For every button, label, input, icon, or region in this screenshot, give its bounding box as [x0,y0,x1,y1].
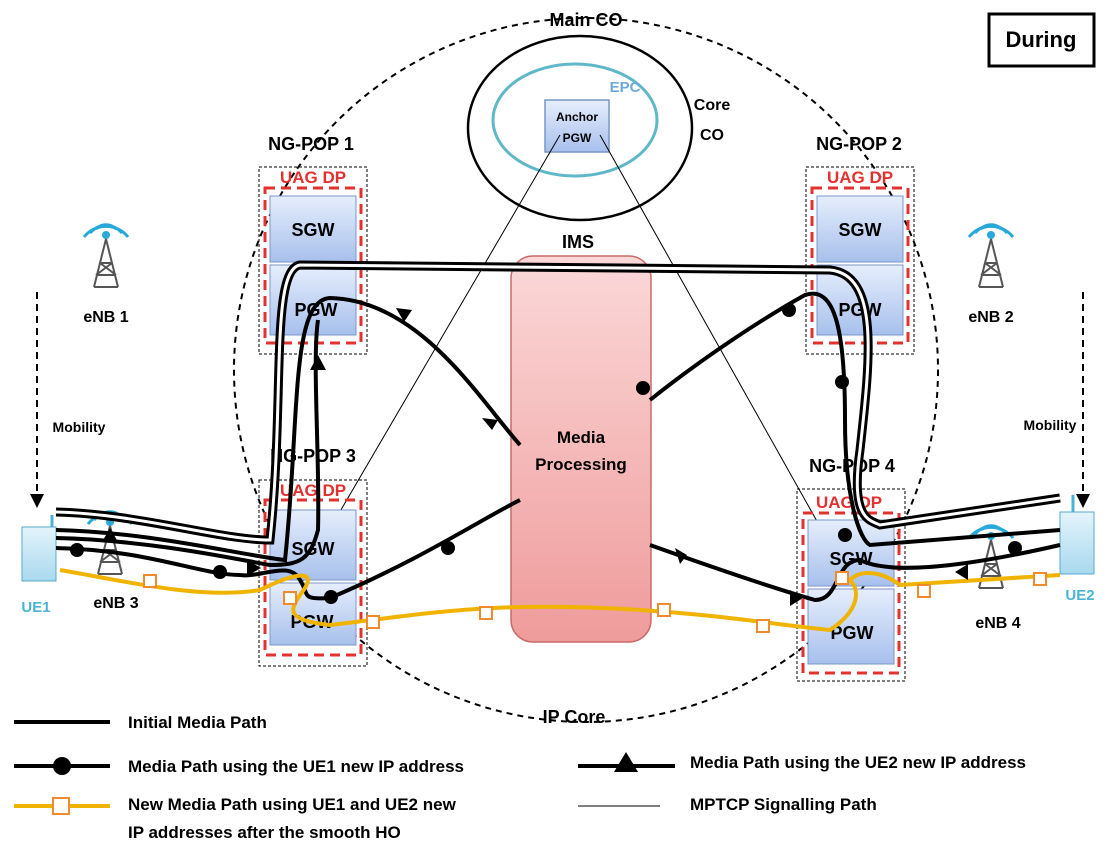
svg-text:SGW: SGW [292,220,335,240]
enb-4-icon: eNB 4 [967,524,1021,632]
svg-text:eNB 4: eNB 4 [975,615,1020,632]
svg-text:PGW: PGW [839,300,882,320]
anchor-pgw-label-2: PGW [563,131,592,145]
legend-circle-marker [53,757,71,775]
svg-text:UAG DP: UAG DP [827,168,893,187]
ue2-path-markers [102,308,968,606]
legend-new-label-2: IP addresses after the smooth HO [128,823,401,842]
ip-core-label: IP Core [543,707,606,727]
svg-text:SGW: SGW [839,220,882,240]
legend-initial-label: Initial Media Path [128,713,267,732]
legend-new-label-1: New Media Path using UE1 and UE2 new [128,795,457,814]
ue2-device: UE2 [1059,495,1095,604]
main-co-label: Main CO [549,10,622,30]
enb-2-icon: eNB 2 [967,223,1015,326]
anchor-pgw-label-1: Anchor [556,110,598,124]
anchor-pgw-box [544,99,610,153]
enb-1-icon: eNB 1 [82,223,130,326]
svg-text:UE2: UE2 [1065,587,1094,604]
mobility-left-label: Mobility [53,419,106,435]
enb-3-icon: eNB 3 [86,510,139,612]
svg-text:NG-POP 3: NG-POP 3 [270,446,356,466]
epc-ring [491,62,659,178]
svg-text:eNB 1: eNB 1 [83,309,128,326]
mptcp-line-right [599,134,851,581]
legend-ue2-label: Media Path using the UE2 new IP address [690,753,1026,772]
new-media-path [59,568,1061,633]
media-processing-label-2: Processing [535,455,627,474]
svg-text:UAG DP: UAG DP [816,493,882,512]
svg-text:SGW: SGW [830,549,873,569]
svg-text:NG-POP 2: NG-POP 2 [816,134,902,154]
ng-pop-2: NG-POP 2 UAG DP SGW PGW [805,134,915,355]
ue1-device: UE1 [21,515,57,616]
core-co-label-2: CO [700,127,724,144]
svg-text:eNB 3: eNB 3 [93,595,138,612]
legend-ue1-label: Media Path using the UE1 new IP address [128,757,464,776]
legend-square-marker [52,797,70,815]
new-path-markers [143,571,1047,633]
ue1-path-markers [70,303,1022,604]
media-processing-block [510,255,652,643]
main-co-boundary [233,17,939,723]
core-co-label-1: Core [694,97,731,114]
legend: Initial Media Path Media Path using the … [14,713,1026,842]
svg-text:UAG DP: UAG DP [280,168,346,187]
svg-text:UE1: UE1 [21,599,50,616]
svg-text:PGW: PGW [831,623,874,643]
ims-label: IMS [562,232,594,252]
svg-text:NG-POP 4: NG-POP 4 [809,456,895,476]
svg-text:NG-POP 1: NG-POP 1 [268,134,354,154]
media-processing-label-1: Media [557,428,606,447]
ue1-new-ip-path [55,291,1061,601]
ng-pop-1: NG-POP 1 UAG DP SGW PGW [258,134,368,355]
status-label: During [1006,27,1077,52]
mobility-right-label: Mobility [1024,417,1077,433]
svg-text:eNB 2: eNB 2 [968,309,1013,326]
epc-label: EPC [610,79,641,96]
legend-mptcp-label: MPTCP Signalling Path [690,795,877,814]
svg-text:SGW: SGW [292,539,335,559]
sgw-box [269,195,357,263]
svg-text:UAG DP: UAG DP [280,481,346,500]
sgw-box [816,195,904,263]
mptcp-line-left [299,134,561,581]
legend-triangle-marker [614,752,638,772]
initial-media-path [55,260,1061,545]
status-box [987,12,1096,68]
svg-text:PGW: PGW [295,300,338,320]
